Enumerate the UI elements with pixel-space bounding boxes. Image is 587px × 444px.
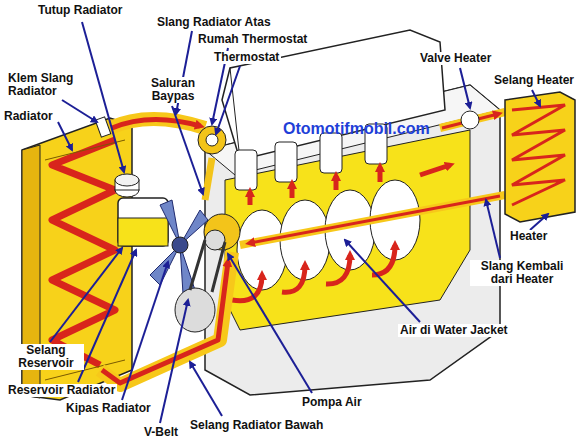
watermark: Otomotifmobil.com	[283, 120, 430, 138]
heater-label: Heater	[508, 230, 549, 243]
bypass-label: Saluran Baypas	[140, 77, 206, 103]
heater-valve-label: Valve Heater	[418, 52, 493, 65]
belt-label: V-Belt	[142, 426, 180, 439]
thermostat-label: Thermostat	[212, 51, 281, 64]
fan-label: Kipas Radiator	[64, 402, 153, 415]
water-pump-label: Pompa Air	[300, 396, 364, 409]
lower-hose-label: Selang Radiator Bawah	[188, 419, 325, 432]
heater-return-label: Slang Kembali dari Heater	[470, 260, 574, 286]
thermostat-housing-label: Rumah Thermostat	[196, 33, 309, 46]
radiator-label: Radiator	[2, 110, 55, 123]
radiator-cap-label: Tutup Radiator	[36, 4, 124, 17]
reservoir-label: Reservoir Radiator	[6, 384, 117, 397]
reservoir-hose-label: Selang Reservoir	[8, 344, 84, 370]
hose-clamp-label: Klem Slang Radiator	[6, 72, 88, 98]
heater-hose-label: Selang Heater	[492, 74, 576, 87]
upper-hose-label: Slang Radiator Atas	[155, 16, 273, 29]
water-jacket-label: Air di Water Jacket	[398, 324, 510, 337]
